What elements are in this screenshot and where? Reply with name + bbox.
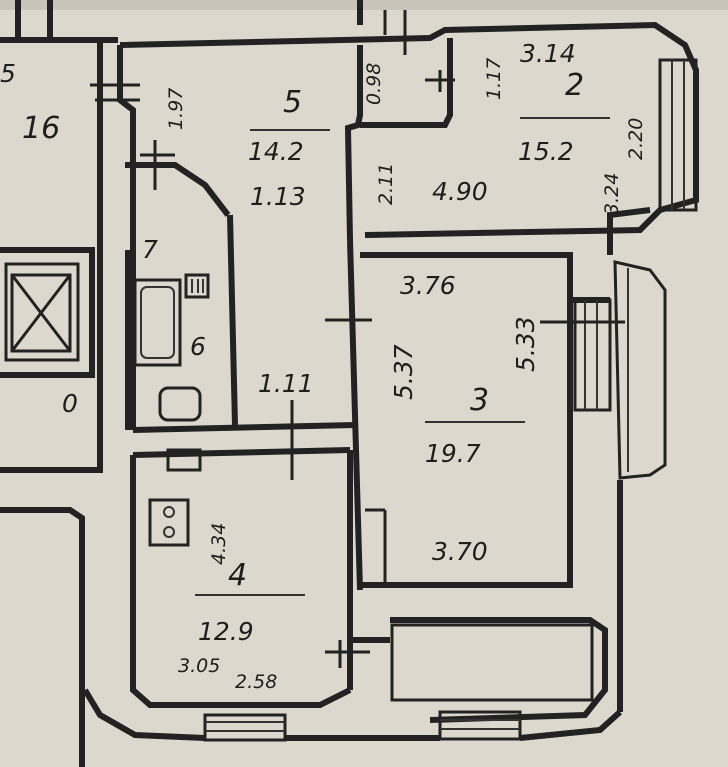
apartment-outer-walls [82, 0, 699, 741]
room-7-number: 7 [142, 235, 158, 264]
balcony [390, 623, 594, 702]
room-2-width-bottom: 4.90 [432, 177, 488, 206]
room-3-width-top: 3.76 [400, 271, 456, 300]
toilet [158, 386, 202, 422]
labels: 5 16 0 5 14.2 1.13 1.97 0.98 1.11 3.14 1… [0, 39, 647, 693]
room-2-window-height: 2.20 [625, 118, 647, 160]
room-2-wall-1: 1.17 [483, 58, 505, 100]
room-2-area: 15.2 [518, 137, 574, 166]
room-3-width-bottom: 3.70 [432, 537, 488, 566]
corridor-length: 1.11 [258, 369, 314, 398]
room-2-wall-3: 3.24 [601, 173, 623, 215]
room-6-number: 6 [190, 332, 206, 361]
room-4-width: 3.05 [178, 655, 220, 677]
room-4-area: 12.9 [198, 617, 254, 646]
room-5-height: 1.97 [165, 88, 187, 130]
bathtub [133, 278, 182, 367]
windows [203, 58, 698, 742]
room-5-door-width: 0.98 [363, 63, 385, 105]
room-2-width-top: 3.14 [520, 39, 576, 68]
room-5-number: 5 [283, 85, 302, 120]
partial-room-label: 5 [0, 59, 16, 88]
room-2-wall-2: 2.11 [375, 163, 397, 205]
neighbour-walls [0, 0, 118, 767]
room-4-side: 4.34 [208, 523, 230, 565]
door-marks [90, 10, 625, 668]
room-16-number: 16 [22, 111, 60, 146]
room-2-number: 2 [565, 68, 584, 103]
room-4-number: 4 [228, 558, 247, 593]
room-4-bottom: 2.58 [235, 671, 277, 693]
kitchen-stove [148, 498, 190, 547]
room-3-right-side: 5.33 [511, 316, 540, 372]
elevator-shaft [4, 262, 80, 362]
stair-mark: 0 [62, 389, 78, 418]
room-5-width: 1.13 [250, 182, 306, 211]
room-3-number: 3 [470, 383, 489, 418]
paper-edge [0, 0, 728, 10]
room-3-left-side: 5.37 [389, 344, 418, 400]
room-5-area: 14.2 [248, 137, 304, 166]
sink [184, 273, 210, 299]
room-3-area: 19.7 [425, 439, 481, 468]
kitchen-sink [166, 448, 202, 472]
